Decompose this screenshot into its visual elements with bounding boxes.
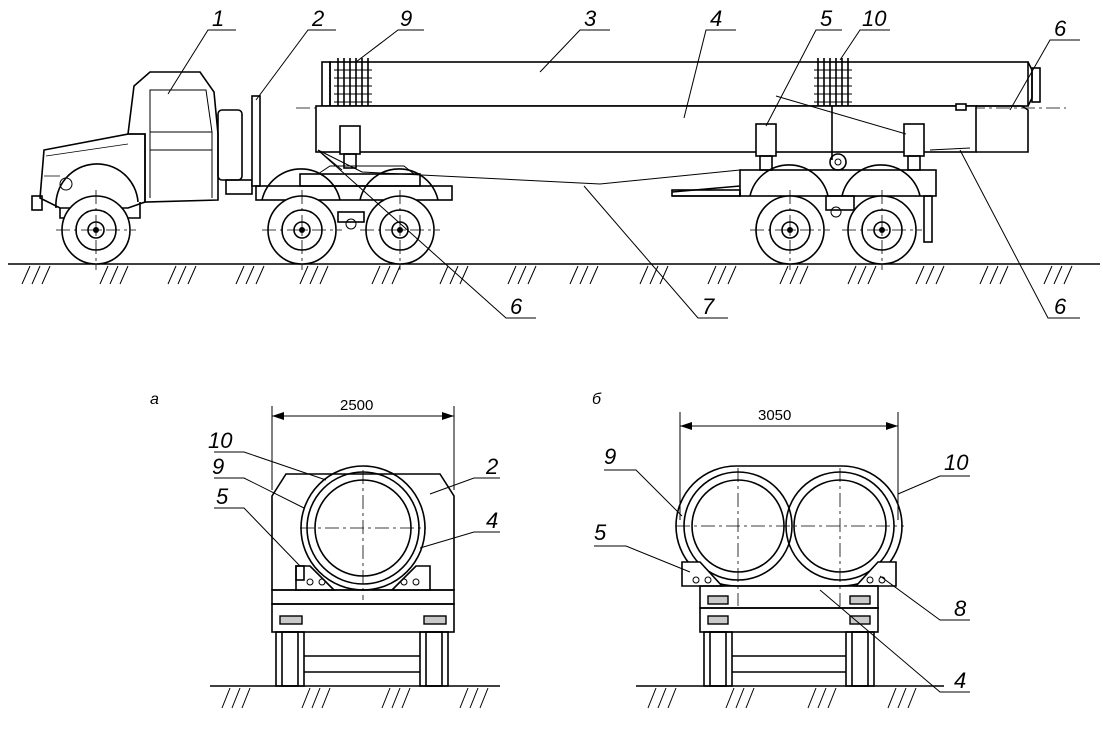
trailer-wheel-2 bbox=[842, 190, 922, 270]
callout-5: 5 bbox=[820, 6, 833, 31]
view-a-callout-9: 9 bbox=[212, 454, 224, 479]
view-b-callout-9: 9 bbox=[604, 444, 616, 469]
pipe-trailer bbox=[671, 164, 937, 270]
view-b-callout-8: 8 bbox=[954, 596, 967, 621]
view-a-callout-2: 2 bbox=[485, 454, 498, 479]
cab-guard-frame bbox=[251, 95, 261, 187]
view-a-callout-5: 5 bbox=[216, 484, 229, 509]
side-view: 1 2 3 4 5 9 10 6 6 7 6 bbox=[8, 6, 1100, 319]
tractor-truck bbox=[31, 71, 453, 270]
callout-4: 4 bbox=[710, 6, 722, 31]
saddle-middle bbox=[755, 123, 777, 171]
lashing-rope bbox=[775, 95, 907, 135]
callout-6-top: 6 bbox=[1054, 16, 1067, 41]
ground-hatching bbox=[21, 265, 1073, 285]
truck-front-wheel bbox=[56, 190, 136, 270]
view-b-callout-10: 10 bbox=[944, 450, 969, 475]
pipe-lower bbox=[315, 103, 1029, 153]
saddle-rear bbox=[903, 123, 925, 171]
truck-rear-wheel-2 bbox=[360, 190, 440, 270]
saddle-front bbox=[339, 125, 361, 169]
trailer-drawbar-cable bbox=[317, 149, 741, 185]
view-b-letter: б bbox=[592, 391, 602, 408]
truck-cab bbox=[127, 71, 219, 203]
callout-6-right: 6 bbox=[1054, 294, 1067, 319]
callout-3: 3 bbox=[584, 6, 597, 31]
view-a-callout-10: 10 bbox=[208, 428, 233, 453]
rear-view-a: а 2500 bbox=[150, 391, 500, 709]
callout-1: 1 bbox=[212, 6, 224, 31]
callout-9: 9 bbox=[400, 6, 412, 31]
view-b-callout-5: 5 bbox=[594, 520, 607, 545]
pipe-upper bbox=[321, 61, 1041, 107]
callout-labels: 1 2 3 4 5 9 10 6 6 7 6 bbox=[212, 6, 1067, 319]
trailer-wheel-1 bbox=[750, 190, 830, 270]
callout-10: 10 bbox=[862, 6, 887, 31]
view-a-callout-4: 4 bbox=[486, 508, 498, 533]
callout-7: 7 bbox=[702, 294, 715, 319]
callout-leaders bbox=[167, 29, 1080, 319]
rear-view-b: б 3050 bbox=[592, 391, 970, 709]
band-front-9 bbox=[334, 58, 372, 106]
truck-chassis bbox=[255, 185, 453, 201]
view-a-letter: а bbox=[150, 391, 159, 408]
truck-rear-wheel-1 bbox=[262, 190, 342, 270]
view-b-callout-4: 4 bbox=[954, 668, 966, 693]
view-b-width-dim: 3050 bbox=[758, 407, 791, 424]
callout-6-mid: 6 bbox=[510, 294, 523, 319]
view-a-width-dim: 2500 bbox=[340, 397, 373, 414]
callout-2: 2 bbox=[311, 6, 324, 31]
